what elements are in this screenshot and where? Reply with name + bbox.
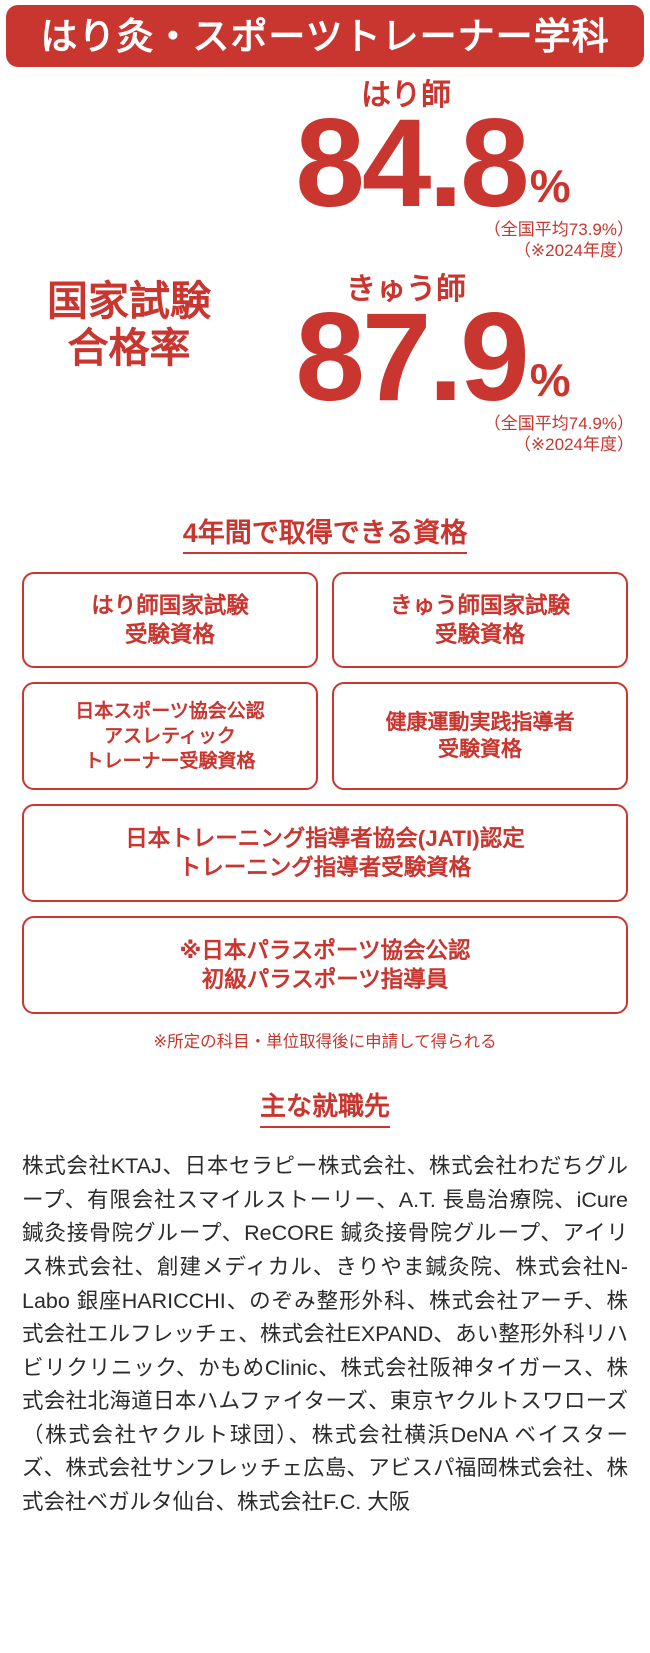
- qualification-card-line: 日本トレーニング指導者協会(JATI)認定: [125, 825, 525, 851]
- pass-rate-value: 87.9: [295, 288, 529, 427]
- qualification-row: 日本スポーツ協会公認 アスレティック トレーナー受験資格 健康運動実践指導者 受…: [22, 682, 628, 791]
- qualification-card: はり師国家試験 受験資格: [22, 572, 318, 669]
- qualification-card-line: はり師国家試験: [91, 592, 249, 618]
- pass-rate-national-average: （全国平均73.9%）: [483, 220, 634, 239]
- qualification-card: 健康運動実践指導者 受験資格: [332, 682, 628, 791]
- qualification-card: 日本トレーニング指導者協会(JATI)認定 トレーニング指導者受験資格: [22, 804, 628, 903]
- pass-rate-unit: %: [529, 160, 571, 212]
- qualification-card-line: トレーナー受験資格: [84, 750, 256, 772]
- pass-rate-year-note: （※2024年度）: [513, 434, 634, 454]
- pass-rate-value: 84.8: [295, 94, 529, 233]
- qualification-card-line: トレーニング指導者受験資格: [178, 855, 472, 881]
- pass-rate-label-line2: 合格率: [67, 325, 191, 372]
- pass-rate-item-hari: はり師 84.8 % （全国平均73.9%） （※2024年度）: [230, 79, 642, 263]
- qualification-card-line: 初級パラスポーツ指導員: [201, 967, 449, 993]
- qualification-card-line: きゅう師国家試験: [389, 592, 570, 618]
- qualification-card-line: 受験資格: [124, 622, 215, 648]
- qualifications-card-area: はり師国家試験 受験資格 きゅう師国家試験 受験資格 日本スポーツ協会公認 アス…: [22, 572, 628, 1052]
- qualification-card-line: 日本スポーツ協会公認: [75, 700, 265, 722]
- pass-rate-unit: %: [529, 354, 571, 406]
- department-header-banner: はり灸・スポーツトレーナー学科: [6, 5, 644, 67]
- pass-rate-section: 国家試験 合格率 はり師 84.8 % （全国平均73.9%） （※2024年度…: [0, 73, 650, 513]
- pass-rate-section-label: 国家試験 合格率: [14, 278, 244, 372]
- qualifications-footnote: ※所定の科目・単位取得後に申請して得られる: [153, 1033, 497, 1052]
- qualifications-heading: 4年間で取得できる資格: [0, 517, 650, 555]
- qualification-card-line: 受験資格: [438, 738, 522, 762]
- qualification-card: ※日本パラスポーツ協会公認 初級パラスポーツ指導員: [22, 916, 628, 1015]
- pass-rate-caption: きゅう師: [346, 273, 466, 306]
- pass-rate-item-kyu: きゅう師 87.9 % （全国平均74.9%） （※2024年度）: [230, 273, 642, 457]
- qualification-row: ※日本パラスポーツ協会公認 初級パラスポーツ指導員: [22, 916, 628, 1015]
- pass-rate-label-line1: 国家試験: [47, 278, 211, 324]
- pass-rate-value-row: 84.8 %: [230, 94, 642, 233]
- pass-rate-caption: はり師: [361, 79, 451, 112]
- qualification-card: きゅう師国家試験 受験資格: [332, 572, 628, 669]
- pass-rate-national-average: （全国平均74.9%）: [483, 414, 634, 433]
- qualification-row: はり師国家試験 受験資格 きゅう師国家試験 受験資格: [22, 572, 628, 669]
- qualification-row: 日本トレーニング指導者協会(JATI)認定 トレーニング指導者受験資格: [22, 804, 628, 903]
- qualifications-heading-label: 4年間で取得できる資格: [182, 517, 468, 555]
- employers-list: 株式会社KTAJ、日本セラピー株式会社、株式会社わだちグループ、有限会社スマイル…: [22, 1154, 628, 1514]
- employers-heading-label: 主な就職先: [259, 1086, 390, 1129]
- page-title: はり灸・スポーツトレーナー学科: [40, 15, 610, 57]
- qualification-card-line: アスレティック: [104, 725, 236, 747]
- qualification-card: 日本スポーツ協会公認 アスレティック トレーナー受験資格: [22, 682, 318, 791]
- pass-rate-year-note: （※2024年度）: [513, 240, 634, 260]
- qualification-card-line: 受験資格: [434, 622, 525, 648]
- pass-rate-value-row: 87.9 %: [230, 288, 642, 427]
- employers-heading: 主な就職先: [0, 1086, 650, 1129]
- qualification-card-line: ※日本パラスポーツ協会公認: [179, 937, 471, 963]
- qualification-card-line: 健康運動実践指導者: [385, 710, 575, 734]
